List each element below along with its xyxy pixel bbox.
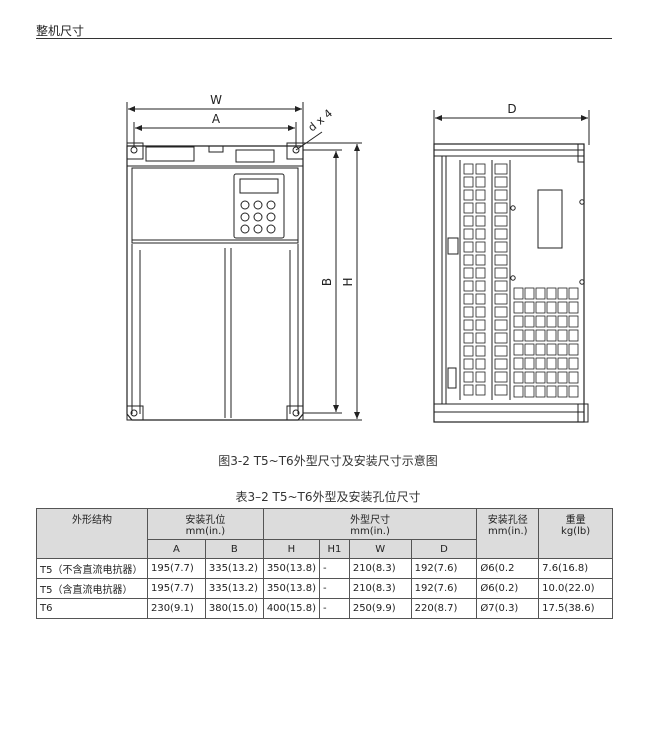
cell-h1: -: [318, 558, 350, 579]
label-dx4: d x 4: [306, 107, 335, 135]
th-structure: 外形结构: [36, 508, 148, 559]
cell-d: 192(7.6): [410, 558, 478, 579]
cell-h1: -: [318, 598, 350, 619]
cell-d: 220(8.7): [410, 598, 478, 619]
cell-w: 210(8.3): [348, 578, 412, 599]
cell-w: 250(9.9): [348, 598, 412, 619]
cell-hole: Ø7(0.3): [476, 598, 540, 619]
th-h: H: [262, 539, 320, 559]
table-row: T6 230(9.1) 380(15.0) 400(15.8) - 250(9.…: [36, 598, 613, 619]
keypad-buttons: [240, 200, 276, 234]
cell-b: 380(15.0): [204, 598, 264, 619]
cell-hole: Ø6(0.2: [476, 558, 540, 579]
cell-a: 195(7.7): [146, 558, 206, 579]
cell-w: 210(8.3): [348, 558, 412, 579]
th-w: W: [348, 539, 412, 559]
cell-h1: -: [318, 578, 350, 599]
cell-b: 335(13.2): [204, 578, 264, 599]
th-a: A: [146, 539, 206, 559]
label-d: D: [507, 102, 516, 116]
cell-weight: 7.6(16.8): [538, 558, 613, 579]
section-title: 整机尺寸: [36, 24, 85, 38]
table-caption: 表3–2 T5~T6外型及安装孔位尺寸: [235, 490, 421, 504]
figure-caption: 图3-2 T5~T6外型尺寸及安装尺寸示意图: [218, 454, 438, 468]
dimension-drawing: W A d x 4 B H D: [126, 93, 590, 423]
header-divider: [36, 38, 612, 39]
cell-structure: T5（含直流电抗器）: [36, 578, 148, 599]
table-row: T5（不含直流电抗器） 195(7.7) 335(13.2) 350(13.8)…: [36, 558, 613, 579]
cell-hole: Ø6(0.2): [476, 578, 540, 599]
cell-h: 350(13.8): [262, 578, 320, 599]
cell-structure: T6: [36, 598, 148, 619]
side-view: [433, 110, 590, 423]
dim-d-leader: [295, 131, 323, 151]
cell-a: 195(7.7): [146, 578, 206, 599]
table-row: T5（含直流电抗器） 195(7.7) 335(13.2) 350(13.8) …: [36, 578, 613, 599]
label-a: A: [212, 112, 221, 126]
vent-grille: [463, 163, 579, 398]
th-h1: H1: [318, 539, 350, 559]
th-b: B: [204, 539, 264, 559]
cell-d: 192(7.6): [410, 578, 478, 599]
cell-weight: 10.0(22.0): [538, 578, 613, 599]
front-view: [126, 102, 362, 421]
cell-structure: T5（不含直流电抗器）: [36, 558, 148, 579]
cell-h: 350(13.8): [262, 558, 320, 579]
label-h: H: [341, 277, 355, 286]
cell-h: 400(15.8): [262, 598, 320, 619]
cell-b: 335(13.2): [204, 558, 264, 579]
cell-a: 230(9.1): [146, 598, 206, 619]
label-w: W: [210, 93, 222, 107]
label-b: B: [320, 278, 334, 286]
th-d: D: [410, 539, 478, 559]
cell-weight: 17.5(38.6): [538, 598, 613, 619]
